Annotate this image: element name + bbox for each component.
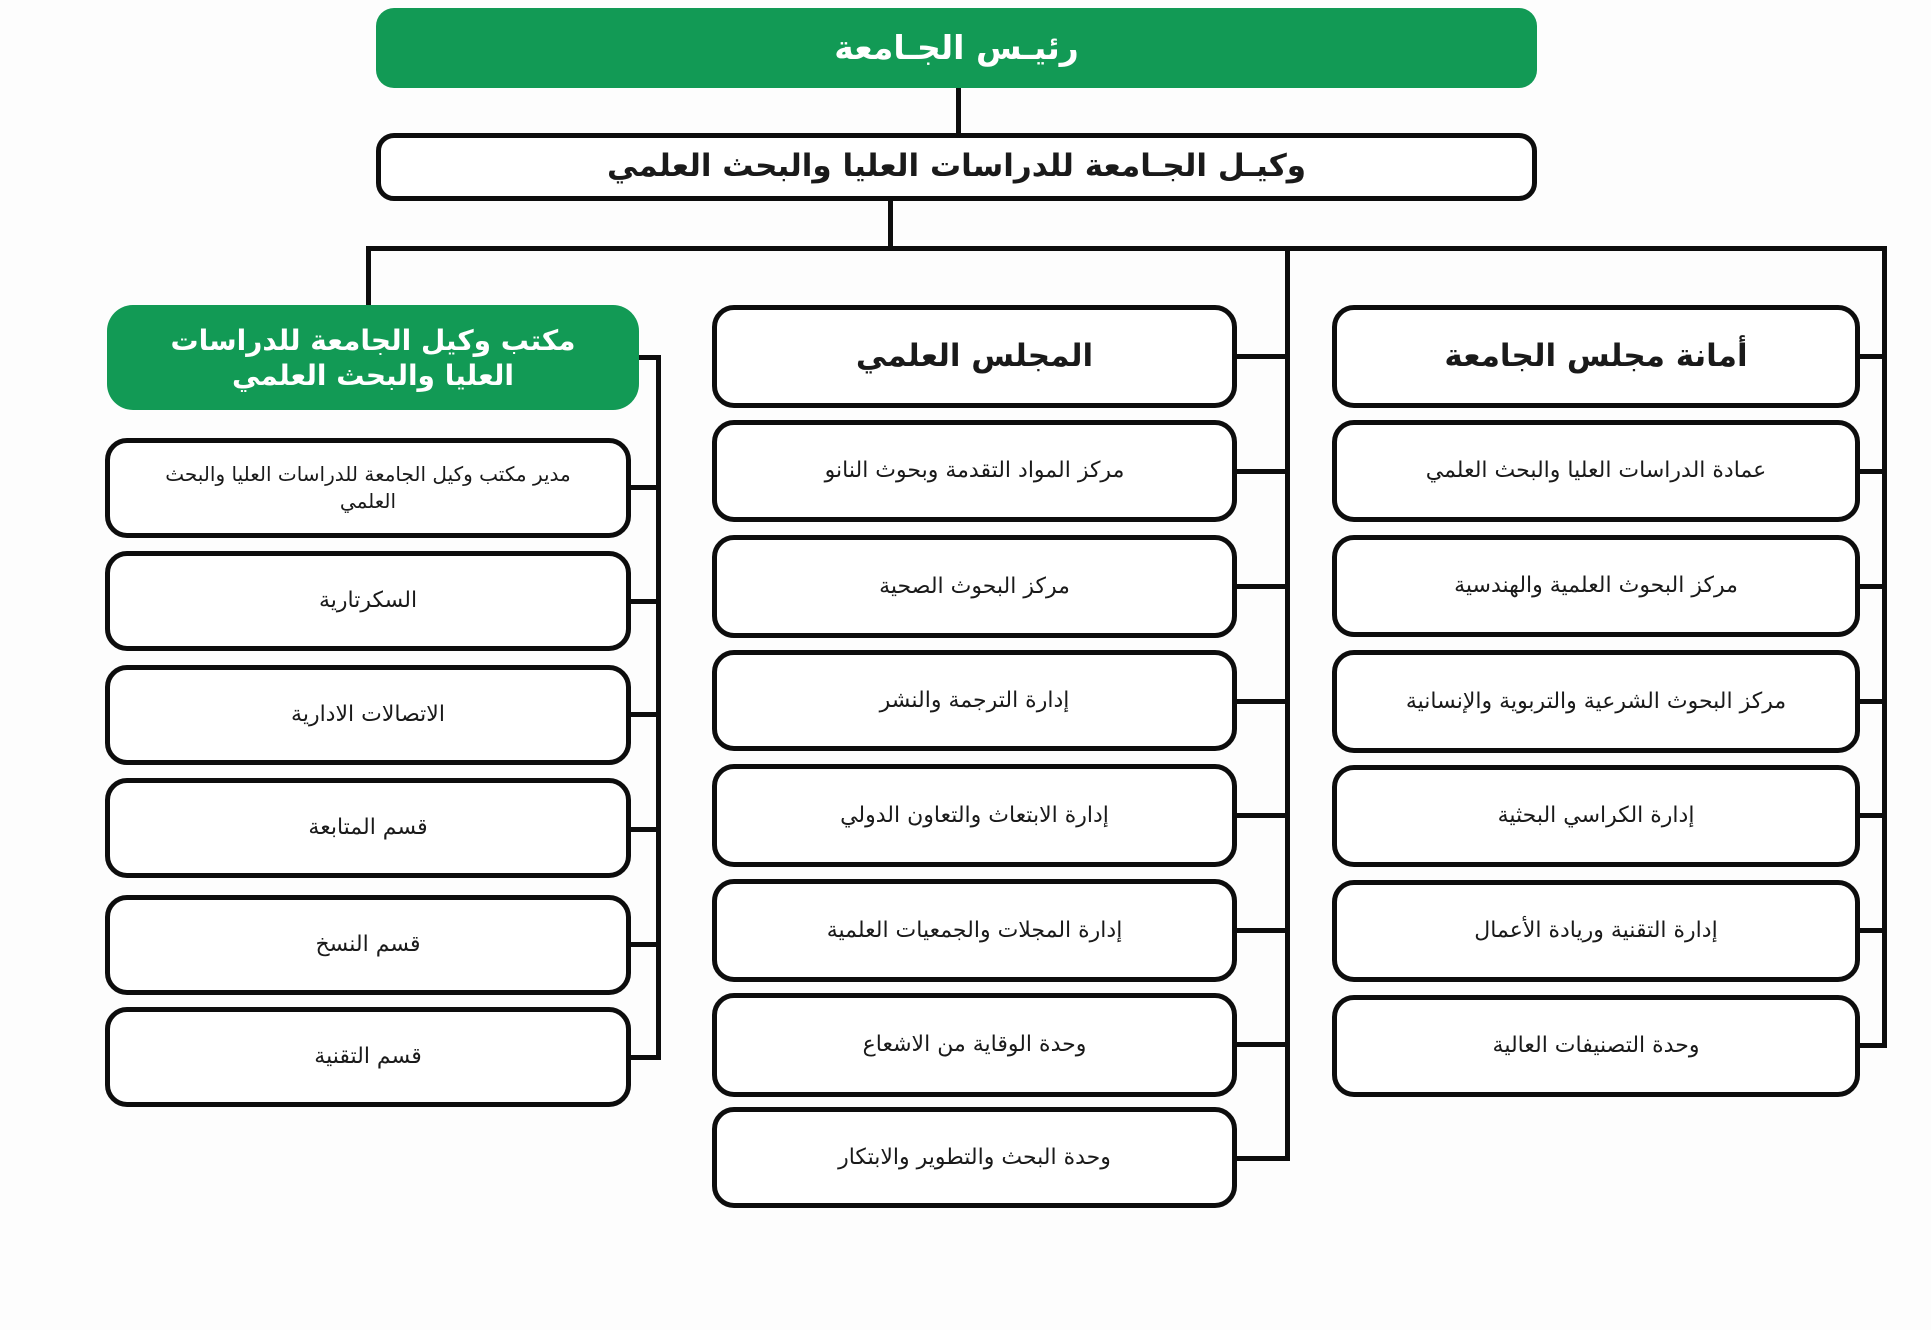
connector-council-spine bbox=[1285, 246, 1290, 1161]
node-council-translation-publishing: إدارة الترجمة والنشر bbox=[712, 650, 1237, 751]
node-office-director: مدير مكتب وكيل الجامعة للدراسات العليا و… bbox=[105, 438, 631, 538]
connector-council-stub bbox=[1235, 928, 1285, 933]
node-secretariat-graduate-deanship: عمادة الدراسات العليا والبحث العلمي bbox=[1332, 420, 1860, 522]
connector-secretariat-stub bbox=[1858, 928, 1882, 933]
node-university-president: رئيـس الجـامعة bbox=[376, 8, 1537, 88]
node-secretariat-sharia-education: مركز البحوث الشرعية والتربوية والإنسانية bbox=[1332, 650, 1860, 753]
connector-council-stub bbox=[1235, 1042, 1285, 1047]
node-council-header: المجلس العلمي bbox=[712, 305, 1237, 408]
connector-root-vice bbox=[956, 88, 961, 133]
connector-council-stub bbox=[1235, 469, 1285, 474]
connector-secretariat-stub bbox=[1858, 354, 1882, 359]
node-office-copying: قسم النسخ bbox=[105, 895, 631, 995]
connector-office-stub bbox=[629, 827, 656, 832]
node-office-technology: قسم التقنية bbox=[105, 1007, 631, 1107]
connector-council-stub bbox=[1235, 584, 1285, 589]
connector-secretariat-stub bbox=[1858, 813, 1882, 818]
node-council-health-research: مركز البحوث الصحية bbox=[712, 535, 1237, 638]
connector-office-bracket bbox=[656, 355, 661, 1060]
node-office-follow-up: قسم المتابعة bbox=[105, 778, 631, 878]
connector-office-stub bbox=[629, 599, 656, 604]
connector-office-stub bbox=[629, 1055, 656, 1060]
connector-office-stub bbox=[629, 485, 656, 490]
connector-council-stub bbox=[1235, 699, 1285, 704]
node-secretariat-science-engineering: مركز البحوث العلمية والهندسية bbox=[1332, 535, 1860, 637]
node-vice-president: وكيـل الجـامعة للدراسات العليا والبحث ال… bbox=[376, 133, 1537, 201]
connector-secretariat-spine bbox=[1882, 246, 1887, 1048]
connector-office-stub bbox=[629, 942, 656, 947]
connector-secretariat-stub bbox=[1858, 584, 1882, 589]
node-office-secretary: السكرتارية bbox=[105, 551, 631, 651]
node-secretariat-research-chairs: إدارة الكراسي البحثية bbox=[1332, 765, 1860, 867]
connector-vice-drop bbox=[888, 200, 893, 246]
connector-secretariat-stub bbox=[1858, 1043, 1882, 1048]
connector-secretariat-stub bbox=[1858, 699, 1882, 704]
node-council-scholarship-intl: إدارة الابتعاث والتعاون الدولي bbox=[712, 764, 1237, 867]
node-office-header: مكتب وكيل الجامعة للدراسات العليا والبحث… bbox=[107, 305, 639, 410]
node-council-nano-materials: مركز المواد التقدمة وبحوث النانو bbox=[712, 420, 1237, 522]
connector-council-stub bbox=[1235, 354, 1285, 359]
connector-distribution-line bbox=[366, 246, 1887, 251]
connector-office-stub bbox=[629, 712, 656, 717]
connector-office-header-stub bbox=[637, 355, 658, 360]
node-secretariat-rankings-unit: وحدة التصنيفات العالية bbox=[1332, 995, 1860, 1097]
node-secretariat-header: أمانة مجلس الجامعة bbox=[1332, 305, 1860, 408]
connector-secretariat-stub bbox=[1858, 469, 1882, 474]
connector-council-stub bbox=[1235, 1156, 1285, 1161]
node-secretariat-tech-entrepreneurship: إدارة التقنية وريادة الأعمال bbox=[1332, 880, 1860, 982]
connector-council-stub bbox=[1235, 813, 1285, 818]
node-council-journals-societies: إدارة المجلات والجمعيات العلمية bbox=[712, 879, 1237, 982]
node-office-admin-communications: الاتصالات الادارية bbox=[105, 665, 631, 765]
connector-office-drop bbox=[366, 246, 371, 305]
node-council-rdi-unit: وحدة البحث والتطوير والابتكار bbox=[712, 1107, 1237, 1208]
node-council-radiation-protection: وحدة الوقاية من الاشعاع bbox=[712, 993, 1237, 1097]
